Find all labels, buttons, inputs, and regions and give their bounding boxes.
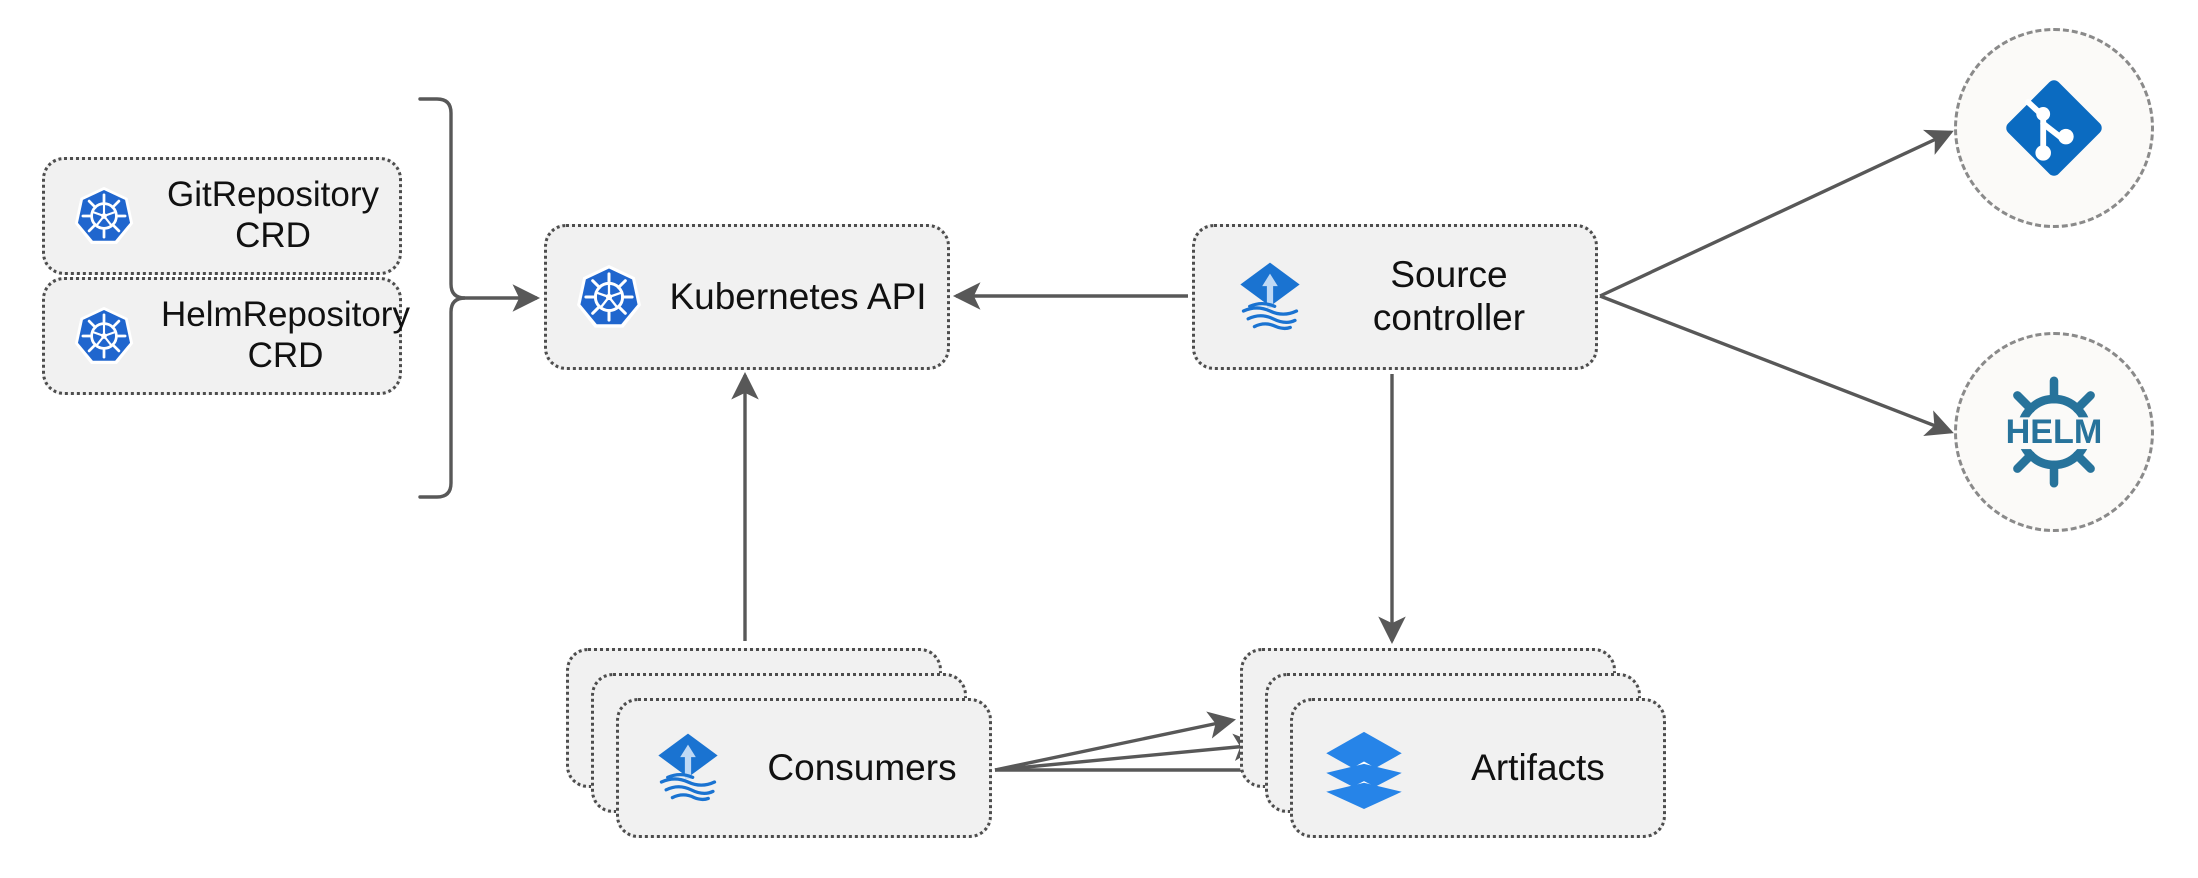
edge-source-controller-to-git <box>1599 129 1954 298</box>
flux-icon <box>649 729 727 807</box>
node-label: Consumers <box>767 747 957 788</box>
node-label: Source controller <box>1372 254 1526 338</box>
node-source-controller[interactable]: Source controller <box>1192 224 1598 370</box>
node-label: Kubernetes API <box>669 275 927 317</box>
kubernetes-icon <box>73 185 135 247</box>
consumers-card-front[interactable]: Consumers <box>616 698 992 838</box>
node-label: HelmRepository CRD <box>161 295 410 375</box>
kubernetes-icon <box>73 305 135 367</box>
layers-icon <box>1323 727 1405 809</box>
node-gitrepository-crd[interactable]: GitRepository CRD <box>42 157 402 275</box>
edge-consumers-to-artifacts-1 <box>994 711 1236 772</box>
crd-bracket <box>418 97 466 499</box>
edge-source-controller-to-helm <box>1599 294 1954 436</box>
edge-consumers-to-artifacts-2 <box>994 733 1262 772</box>
artifacts-card-front[interactable]: Artifacts <box>1290 698 1666 838</box>
helm-icon: HELM <box>1993 371 2115 493</box>
kubernetes-icon <box>575 263 643 331</box>
git-icon <box>2000 74 2108 182</box>
node-kubernetes-api[interactable]: Kubernetes API <box>544 224 950 370</box>
helm-wordmark: HELM <box>2006 413 2103 451</box>
node-git[interactable] <box>1954 28 2154 228</box>
node-helm[interactable]: HELM <box>1954 332 2154 532</box>
flux-icon <box>1231 258 1309 336</box>
node-label: GitRepository CRD <box>166 175 380 255</box>
node-label: Artifacts <box>1471 747 1605 788</box>
node-helmrepository-crd[interactable]: HelmRepository CRD <box>42 277 410 395</box>
